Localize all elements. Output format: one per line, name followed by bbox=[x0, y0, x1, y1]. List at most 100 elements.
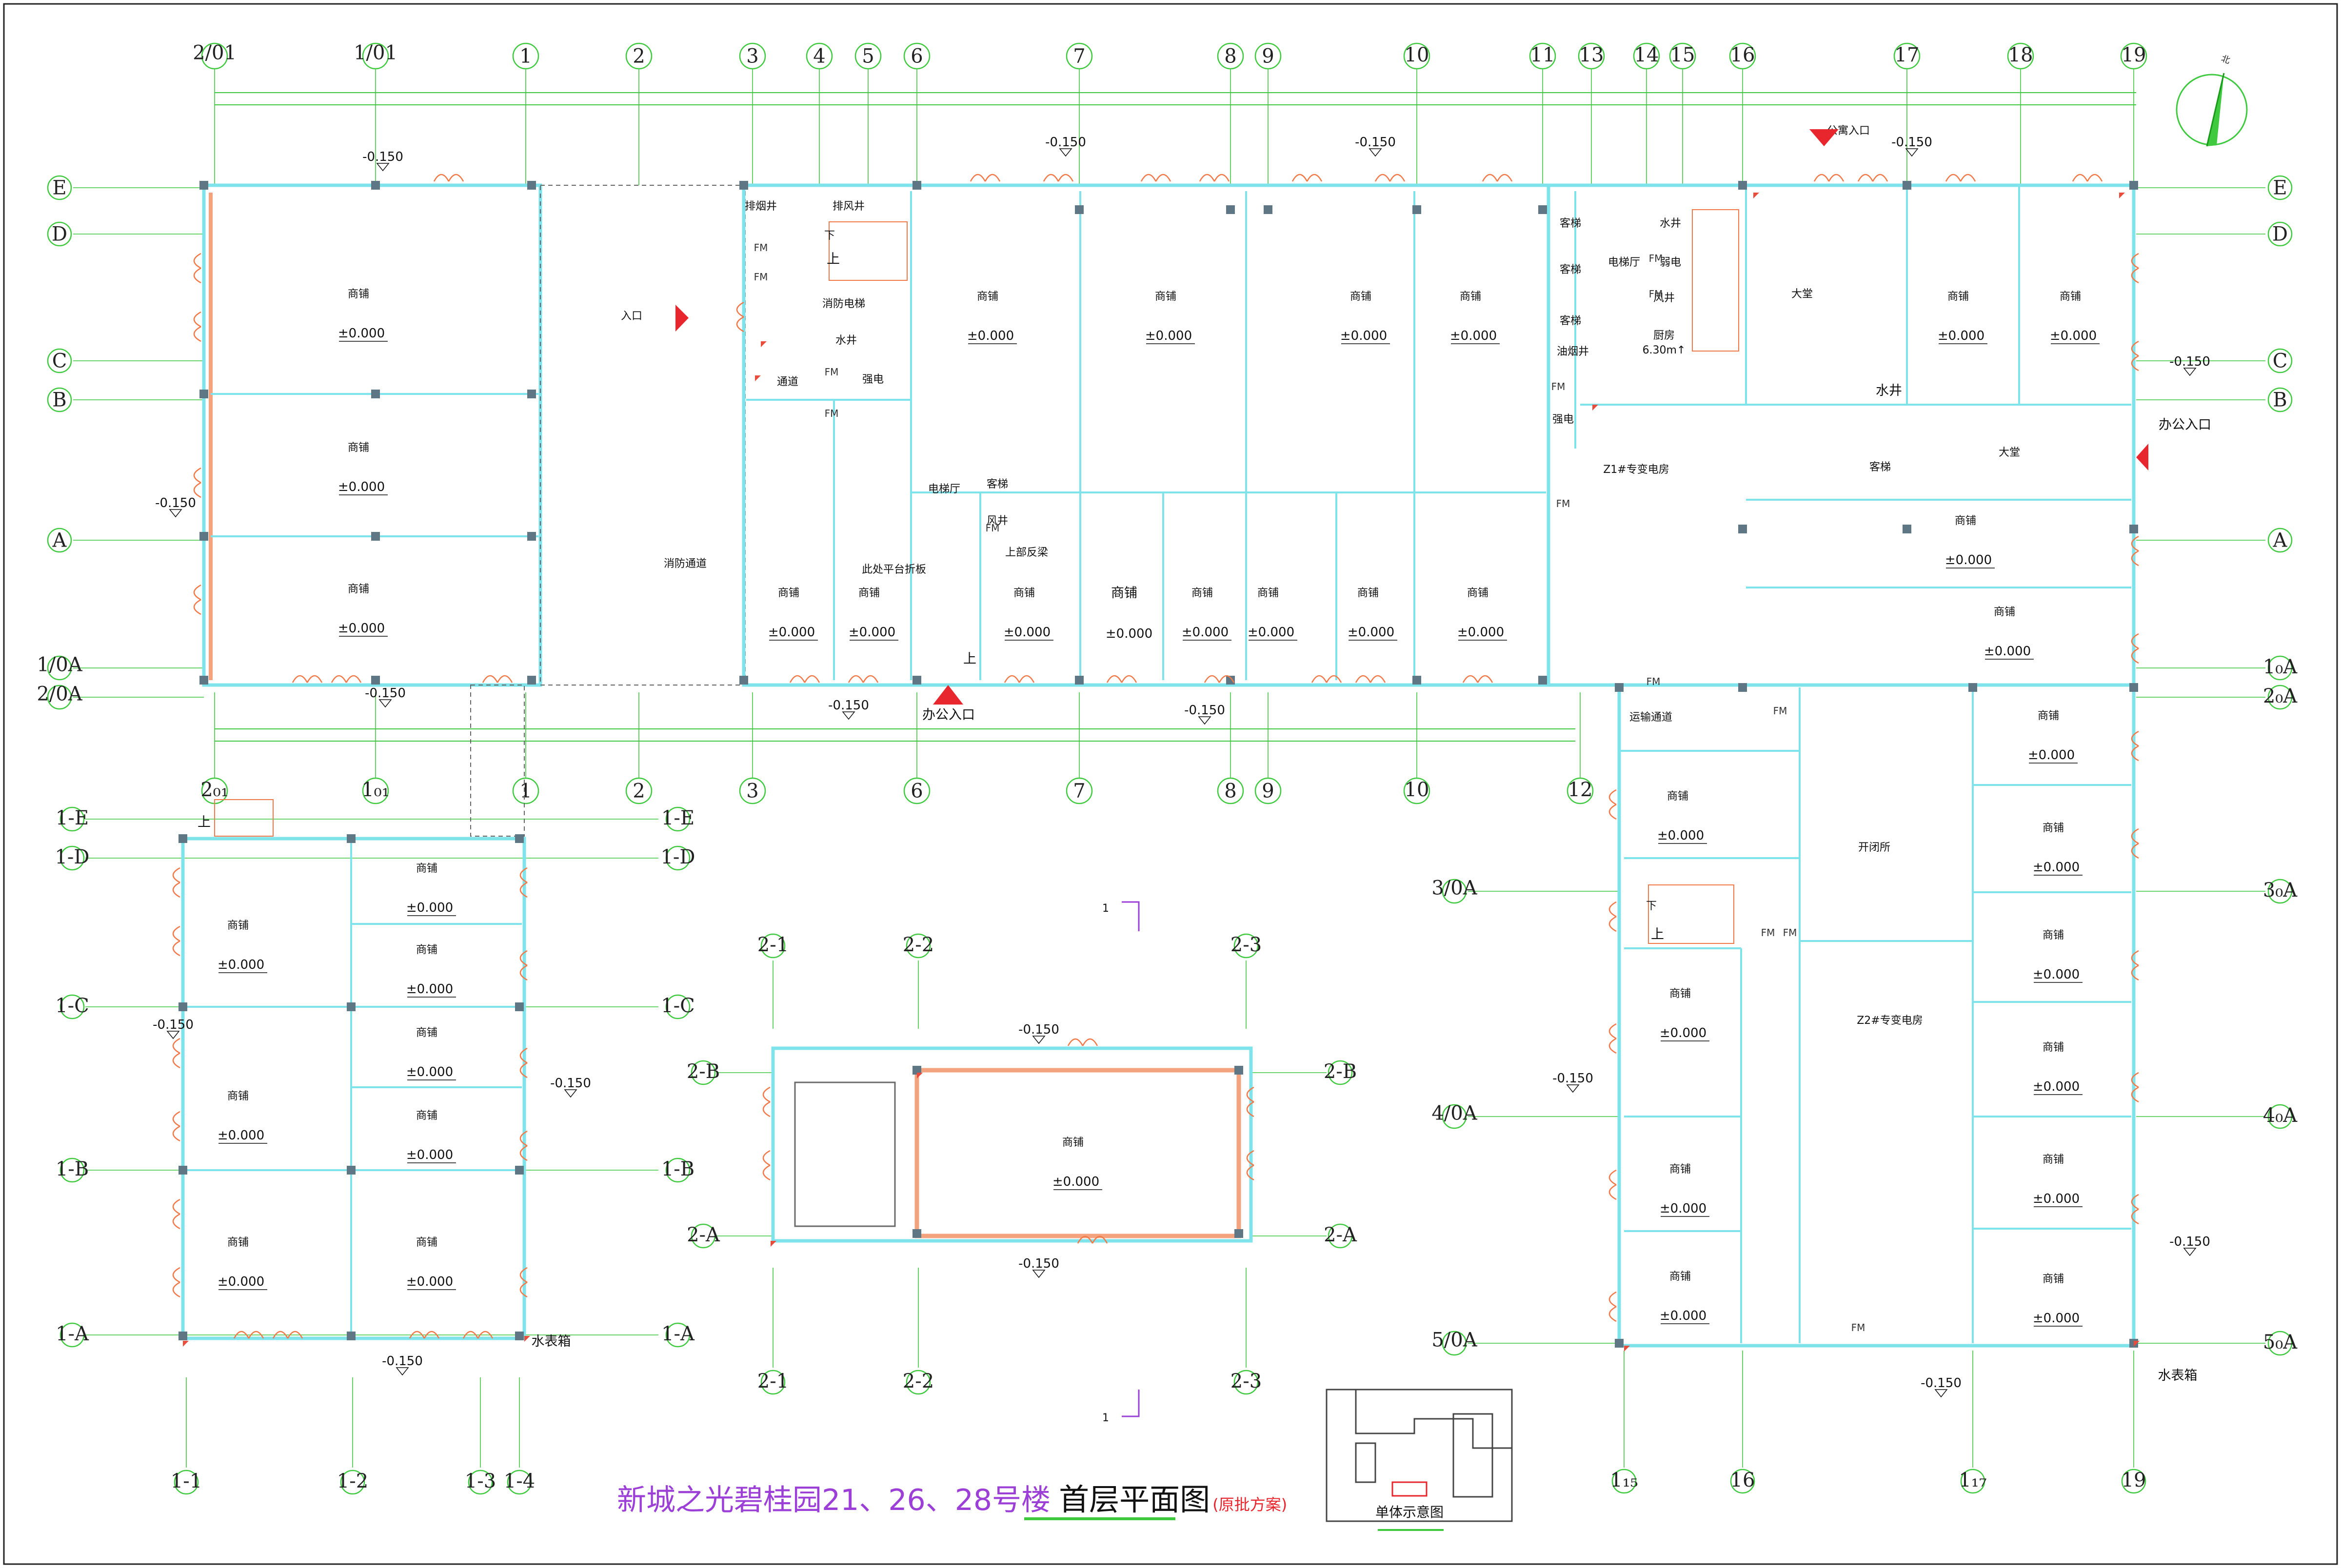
bottom-right-axis-2: 16 bbox=[1730, 1469, 1755, 1494]
door-h-29 bbox=[1077, 1235, 1108, 1244]
stair-up-2: 上 bbox=[963, 651, 976, 666]
mid-axis-bubble-3: 1 bbox=[512, 777, 539, 804]
door-h-23 bbox=[1462, 675, 1493, 683]
column-42 bbox=[347, 1332, 356, 1340]
right-row-bubble-7-label: 2₀A bbox=[2263, 685, 2298, 707]
column-52 bbox=[1615, 1339, 1624, 1348]
shop-a3-name: 商铺 bbox=[348, 583, 369, 595]
door-v-13 bbox=[1608, 1169, 1617, 1200]
level-mark-8: -0.150 bbox=[153, 1018, 194, 1032]
block2-axis-bottom-2-label: 2-2 bbox=[903, 1370, 934, 1392]
door-h-3 bbox=[1043, 174, 1074, 182]
door-v-34 bbox=[1246, 1150, 1254, 1181]
column-43 bbox=[515, 1332, 524, 1340]
block1-row-right-4: 1-B bbox=[661, 1157, 694, 1183]
block1-row-right-5: 1-A bbox=[661, 1322, 695, 1348]
shop-c1-level: ±0.000 bbox=[1938, 329, 1984, 343]
level-mark-3: -0.150 bbox=[1355, 135, 1396, 150]
shop-a2-name: 商铺 bbox=[348, 442, 369, 454]
column-12 bbox=[527, 676, 536, 685]
door-h-8 bbox=[1482, 174, 1513, 182]
inner-row-bubble-3-label: 5/0A bbox=[1431, 1329, 1477, 1351]
level-mark-6: -0.150 bbox=[1184, 703, 1225, 718]
column-38 bbox=[179, 1166, 187, 1175]
block1-axis-3: 1-3 bbox=[465, 1470, 496, 1495]
top-axis-bubble-4: 2 bbox=[625, 42, 653, 70]
fm-label-2: FM bbox=[754, 271, 768, 283]
fm-label-6: FM bbox=[1551, 381, 1566, 392]
block1-axis-2: 1-2 bbox=[337, 1470, 368, 1495]
mid-axis-bubble-9: 9 bbox=[1254, 777, 1282, 804]
door-v-9 bbox=[2131, 633, 2139, 664]
block2-axis-bottom-1: 2-1 bbox=[757, 1370, 789, 1395]
door-h-5 bbox=[1199, 174, 1230, 182]
shop-b7-name: 商铺 bbox=[1013, 587, 1035, 599]
door-v-30 bbox=[519, 1267, 528, 1298]
shop-b7-level: ±0.000 bbox=[1004, 625, 1051, 640]
column-19 bbox=[1538, 205, 1547, 214]
door-h-11 bbox=[1945, 174, 1976, 182]
shop-e1-name: 商铺 bbox=[227, 920, 249, 932]
block1-row-left-4: 1-B bbox=[56, 1157, 89, 1183]
shop-d1-name: 商铺 bbox=[1667, 790, 1688, 803]
door-h-7 bbox=[1374, 174, 1406, 182]
left-row-bubble-6: 1/0A bbox=[37, 653, 83, 681]
left-row-bubble-7: 2/0A bbox=[37, 683, 83, 710]
top-axis-bubble-7-label: 5 bbox=[862, 45, 874, 68]
entrance-arrow-main bbox=[675, 305, 689, 332]
shop-e1-level: ±0.000 bbox=[218, 958, 264, 972]
door-v-28 bbox=[519, 1047, 528, 1078]
door-h-16 bbox=[789, 675, 820, 683]
top-axis-bubble-18-label: 17 bbox=[1895, 44, 1920, 66]
shop-a1-name: 商铺 bbox=[348, 288, 369, 300]
left-row-bubble-1: E bbox=[47, 175, 72, 200]
level-mark-7: -0.150 bbox=[365, 686, 406, 701]
block1-row-left-2: 1-D bbox=[55, 845, 90, 871]
right-row-bubble-7: 2₀A bbox=[2263, 685, 2298, 710]
fm-label-4: FM bbox=[825, 408, 839, 419]
mid-axis-bubble-4: 2 bbox=[625, 777, 653, 804]
room-labels: 商铺±0.000商铺±0.000商铺±0.000入口消防通道商铺±0.000商铺… bbox=[153, 125, 2211, 1424]
stair-down-1: 下 bbox=[824, 230, 835, 242]
entrance-markers bbox=[675, 129, 2148, 705]
column-4 bbox=[199, 390, 208, 398]
main-building-walls bbox=[202, 183, 2136, 1348]
right-row-bubble-6: 1₀A bbox=[2263, 655, 2298, 681]
mid-axis-bubble-5-label: 3 bbox=[746, 780, 758, 803]
block2-axis-bottom-2: 2-2 bbox=[903, 1370, 934, 1395]
top-axis-bubble-19: 18 bbox=[2007, 42, 2034, 70]
door-h-25 bbox=[272, 1331, 303, 1339]
passage-label: 通道 bbox=[777, 376, 798, 388]
door-v-6 bbox=[2131, 253, 2139, 284]
top-axis-bubble-16-label: 15 bbox=[1670, 44, 1695, 66]
mid-axis-bubble-2: 1₀₁ bbox=[361, 777, 390, 804]
exhaust-well-label: 排风井 bbox=[833, 200, 865, 213]
top-axis-bubble-10: 8 bbox=[1217, 42, 1244, 70]
column-44 bbox=[913, 1066, 921, 1075]
door-h-4 bbox=[1140, 174, 1171, 182]
water-well-label-1: 水井 bbox=[835, 334, 857, 347]
shop-b4-name: 商铺 bbox=[1460, 291, 1481, 303]
shop-c2-level: ±0.000 bbox=[2050, 329, 2097, 343]
apartment-entrance-arrow bbox=[1809, 129, 1839, 146]
column-15 bbox=[1075, 205, 1084, 214]
mid-axis-bubble-8-label: 8 bbox=[1224, 780, 1236, 803]
block1-row-left-1-label: 1-E bbox=[56, 807, 89, 829]
block1-row-left-5: 1-A bbox=[56, 1322, 89, 1348]
block1-row-right-3: 1-C bbox=[661, 994, 695, 1019]
shop-d9-level: ±0.000 bbox=[2033, 1192, 2080, 1206]
door-v-31 bbox=[762, 1086, 771, 1117]
door-v-8 bbox=[2131, 535, 2139, 567]
column-40 bbox=[515, 1166, 524, 1175]
mid-axis-bubble-10-label: 10 bbox=[1405, 779, 1429, 801]
right-row-bubble-2: D bbox=[2267, 221, 2293, 247]
door-v-32 bbox=[762, 1150, 771, 1181]
block1-row-left-3: 1-C bbox=[55, 994, 89, 1019]
column-5 bbox=[371, 390, 380, 398]
bottom-right-axis-1-label: 1₁₅ bbox=[1610, 1469, 1638, 1491]
door-v-1 bbox=[193, 253, 201, 284]
door-h-24 bbox=[233, 1331, 264, 1339]
wind-well-label-2: 风井 bbox=[1653, 292, 1675, 304]
top-axis-bubble-13: 11 bbox=[1529, 42, 1556, 70]
top-axis-bubble-12-label: 10 bbox=[1405, 44, 1429, 66]
